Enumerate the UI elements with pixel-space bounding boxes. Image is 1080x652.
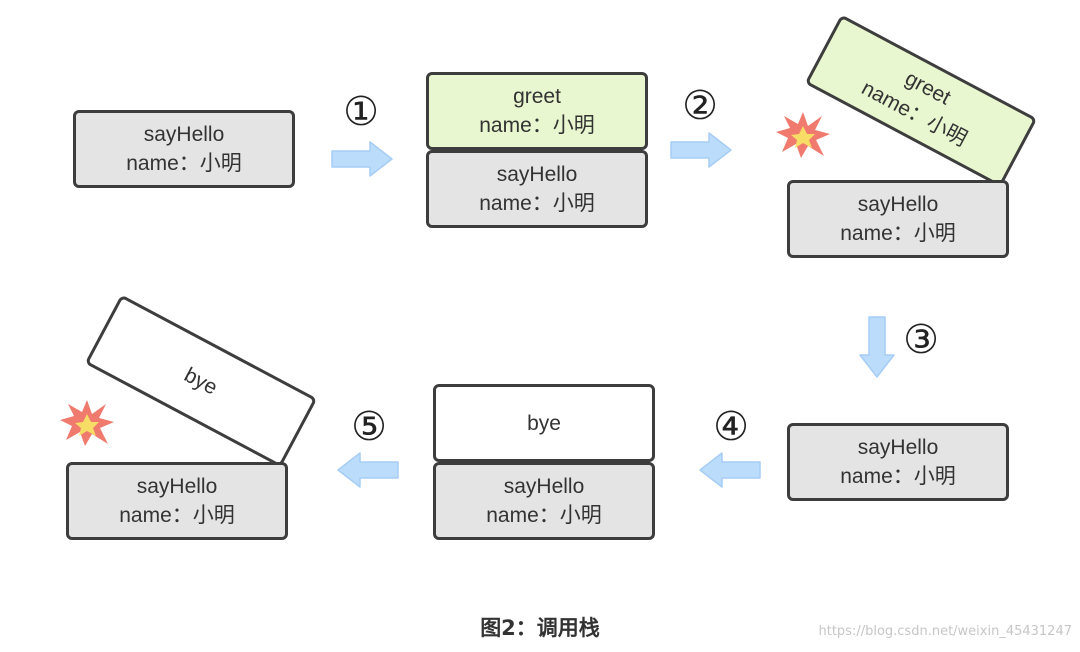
stack-frame-sayhello: sayHello name：小明 xyxy=(787,180,1009,258)
figure-caption: 图2：调用栈 xyxy=(480,616,600,640)
frame-function-name: sayHello xyxy=(857,436,939,459)
frame-argument: name：小明 xyxy=(486,504,602,527)
frame-function-name: sayHello xyxy=(143,123,225,146)
stack-frame-sayhello: sayHello name：小明 xyxy=(426,150,648,228)
step-number-4: ④ xyxy=(713,404,749,450)
watermark: https://blog.csdn.net/weixin_45431247 xyxy=(818,624,1072,639)
stack-frame-sayhello: sayHello name：小明 xyxy=(433,462,655,540)
frame-function-name: sayHello xyxy=(857,193,939,216)
arrow-left-icon xyxy=(337,452,399,488)
frame-argument: name：小明 xyxy=(126,152,242,175)
stack-frame-sayhello: sayHello name：小明 xyxy=(66,462,288,540)
stack-frame-greet-popping: greet name：小明 xyxy=(804,14,1038,188)
frame-function-name: bye xyxy=(180,362,222,400)
step-number-1: ① xyxy=(343,89,379,135)
frame-argument: name：小明 xyxy=(479,192,595,215)
frame-function-name: greet xyxy=(513,85,561,108)
frame-function-name: sayHello xyxy=(136,475,218,498)
frame-argument: name：小明 xyxy=(840,465,956,488)
stack-frame-sayhello: sayHello name：小明 xyxy=(73,110,295,188)
frame-argument: name：小明 xyxy=(479,114,595,137)
frame-function-name: sayHello xyxy=(503,475,585,498)
stack-frame-bye: bye xyxy=(433,384,655,462)
step-number-3: ③ xyxy=(903,317,939,363)
stack-frame-bye-popping: bye xyxy=(84,294,318,468)
frame-function-name: sayHello xyxy=(496,163,578,186)
explosion-burst-icon xyxy=(776,112,830,158)
arrow-right-icon xyxy=(670,132,732,168)
stack-frame-greet: greet name：小明 xyxy=(426,72,648,150)
frame-argument: name：小明 xyxy=(840,222,956,245)
step-number-5: ⑤ xyxy=(351,404,387,450)
stack-frame-sayhello: sayHello name：小明 xyxy=(787,423,1009,501)
arrow-right-icon xyxy=(331,141,393,177)
arrow-left-icon xyxy=(699,452,761,488)
step-number-2: ② xyxy=(682,83,718,129)
frame-argument: name：小明 xyxy=(119,504,235,527)
frame-function-name: bye xyxy=(527,411,561,435)
explosion-burst-icon xyxy=(60,400,114,446)
arrow-down-icon xyxy=(859,316,895,378)
